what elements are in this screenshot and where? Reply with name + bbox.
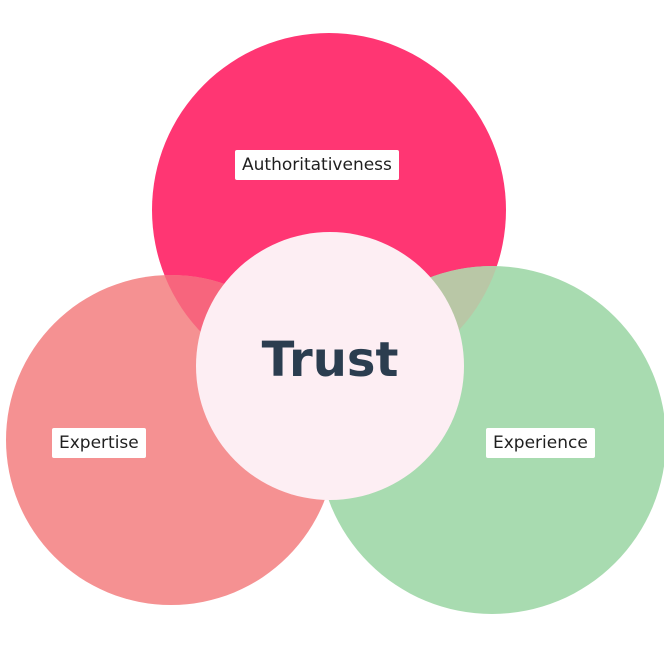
trust-center-circle bbox=[196, 232, 464, 500]
expertise-label: Expertise bbox=[52, 428, 146, 458]
trust-center-label: Trust bbox=[261, 332, 399, 388]
experience-label: Experience bbox=[486, 428, 595, 458]
authoritativeness-label: Authoritativeness bbox=[235, 150, 399, 180]
